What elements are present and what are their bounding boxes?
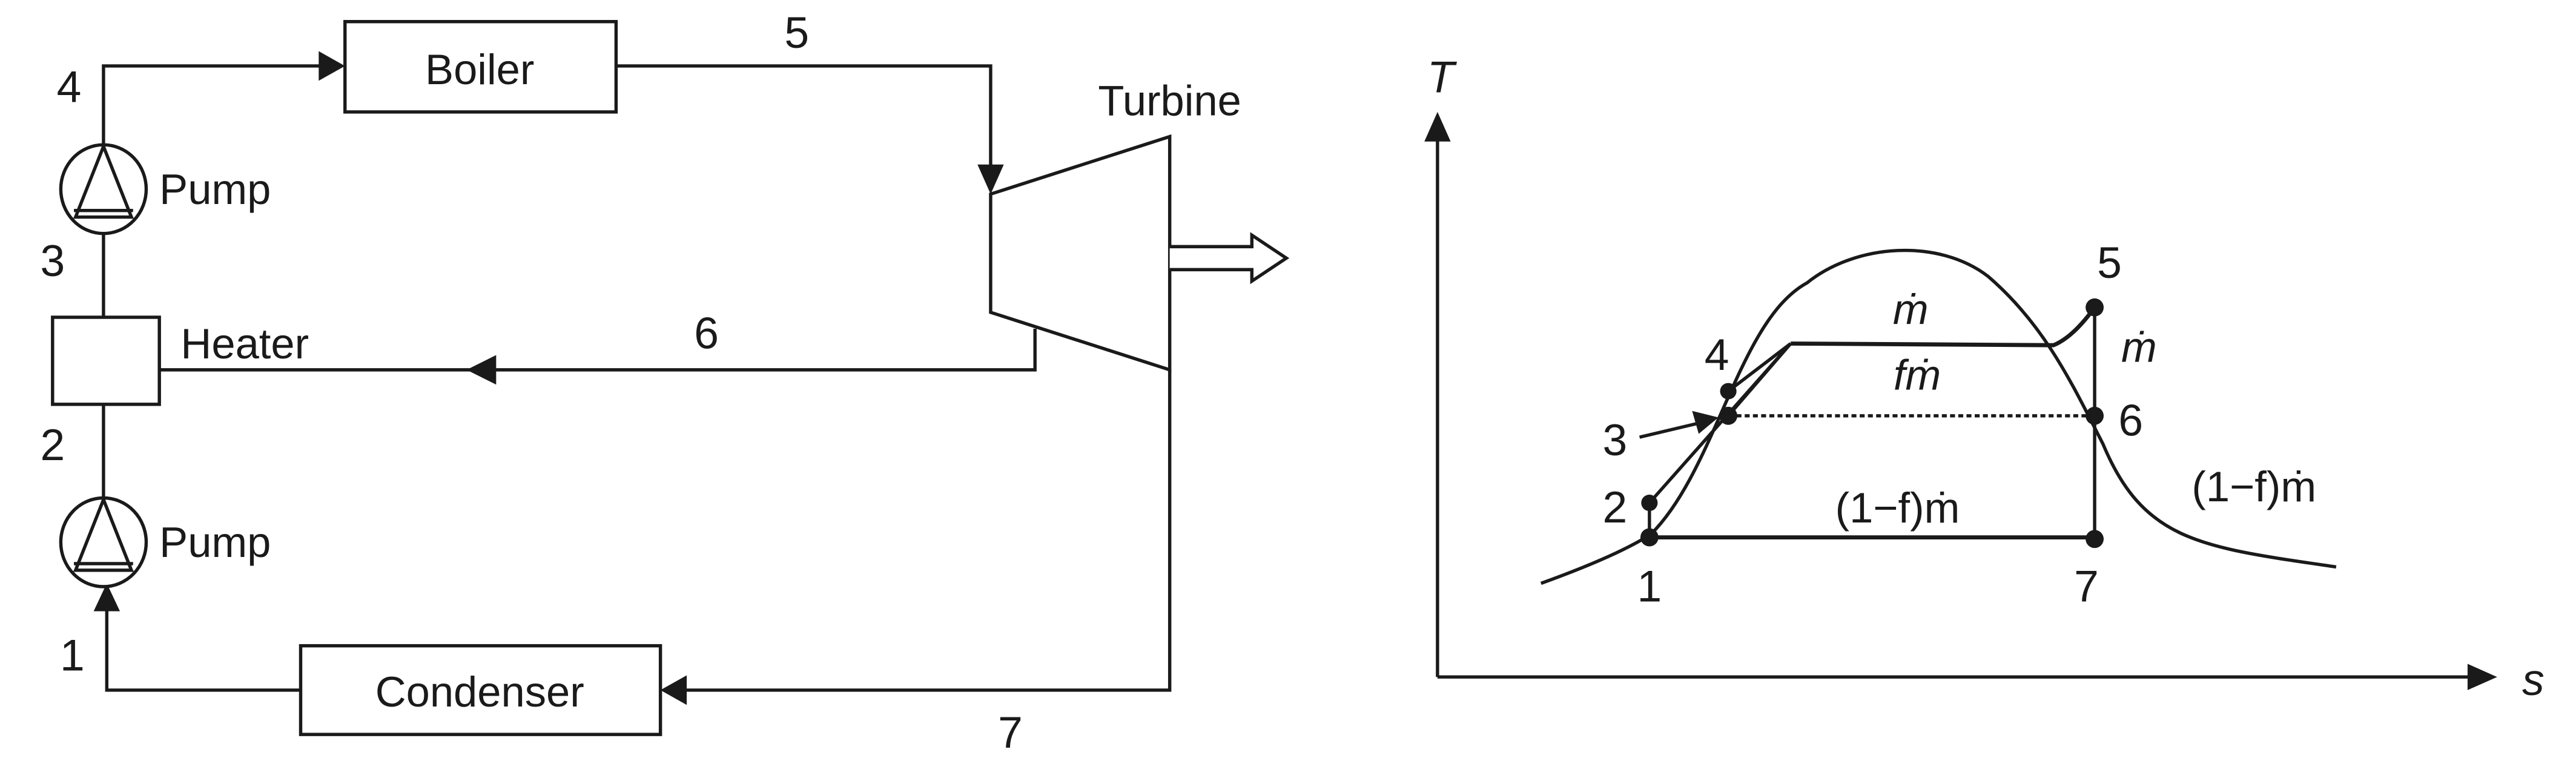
state-point-5: [2086, 298, 2104, 317]
state-point-2: [1641, 495, 1658, 512]
boiler-label: Boiler: [425, 45, 534, 93]
pipe-4-to-boiler: [102, 64, 329, 162]
t-axis-label: T: [1427, 52, 1458, 102]
cycle-schematic: Boiler Turbine Pump Heater Pump Condense…: [40, 8, 1290, 757]
ts-state-label-4: 4: [1705, 330, 1729, 380]
ts-state-label-3: 3: [1603, 415, 1628, 465]
turbine-label: Turbine: [1098, 76, 1241, 124]
flow-arrow-7: [660, 675, 687, 705]
state-label-4: 4: [57, 62, 82, 112]
pipe-6-extraction: [159, 329, 1037, 372]
flow-arrow-4: [319, 51, 345, 81]
ts-state-label-6: 6: [2118, 395, 2143, 445]
state-label-7: 7: [998, 708, 1023, 757]
condenser-label: Condenser: [375, 668, 584, 716]
ts-state-label-2: 2: [1603, 483, 1628, 532]
boiler-box: [343, 19, 618, 114]
t-axis-arrow-icon: [1424, 111, 1451, 142]
s-axis-arrow-icon: [2467, 664, 2497, 690]
flow-label-dome-top: ṁ: [1893, 285, 1929, 333]
pump-high-icon: [59, 142, 148, 236]
s-axis-label: s: [2522, 655, 2545, 705]
state-label-3: 3: [40, 236, 65, 286]
heater-label: Heater: [180, 320, 309, 367]
process-4-line: [1727, 342, 1792, 393]
state-3-pointer-arrowhead: [1692, 410, 1719, 434]
state-point-7: [2086, 530, 2104, 549]
state-label-1: 1: [60, 630, 85, 680]
flow-label-extraction: fṁ: [1894, 351, 1941, 398]
state-point-1: [1640, 528, 1659, 547]
pump-high-label: Pump: [159, 165, 271, 213]
state-label-2: 2: [40, 420, 65, 470]
pipe-5-boiler-to-turbine: [616, 64, 992, 171]
pipe-1-condenser-to-pump: [105, 599, 301, 692]
ts-state-label-7: 7: [2074, 561, 2099, 611]
ts-diagram: T s 1 2 3 4 5 6 7 ṁ ṁ fṁ (1−f)ṁ (: [1424, 52, 2545, 705]
condenser-box: [299, 644, 662, 736]
ts-state-label-5: 5: [2097, 238, 2122, 288]
state-label-6: 6: [694, 309, 719, 358]
state-label-5: 5: [784, 8, 809, 58]
pipe-7-turbine-to-condenser: [673, 369, 1172, 692]
flow-label-condensing: (1−f)ṁ: [1835, 484, 1960, 532]
flow-label-turbine-high: ṁ: [2121, 323, 2157, 371]
state-point-3: [1719, 406, 1738, 425]
state-point-6: [2086, 406, 2104, 425]
turbine-shape: [989, 134, 1172, 372]
flow-arrow-6: [466, 355, 497, 385]
flow-arrow-5: [977, 164, 1004, 194]
ts-state-label-1: 1: [1637, 561, 1662, 611]
heater-box: [51, 315, 161, 406]
state-3-pointer: [1639, 421, 1703, 439]
state-point-4: [1720, 383, 1737, 400]
process-boiling: [1791, 306, 2096, 348]
flow-arrow-1: [93, 583, 121, 611]
work-output-arrow-icon: [1169, 232, 1290, 285]
pump-low-label: Pump: [159, 518, 271, 566]
process-3-line: [1727, 342, 1792, 417]
pump-low-icon: [59, 495, 148, 588]
flow-label-turbine-low: (1−f)ṁ: [2191, 463, 2316, 510]
